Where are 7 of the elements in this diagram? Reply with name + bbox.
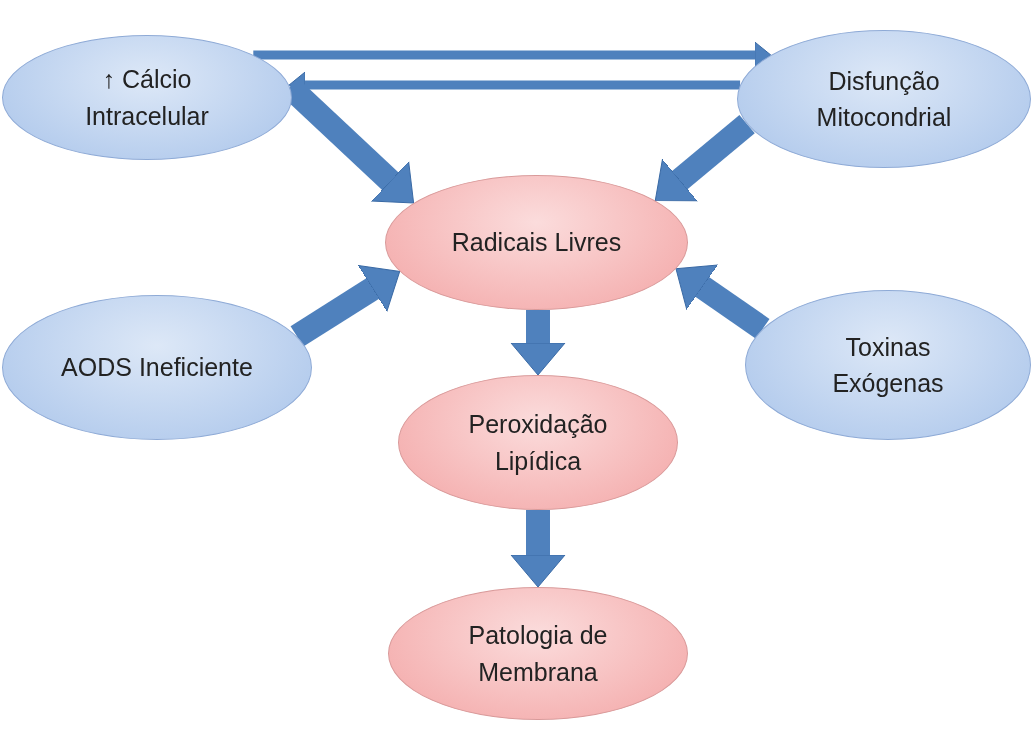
node-label: Toxinas Exógenas xyxy=(831,331,945,399)
node-label: ↑ Cálcio Intracelular xyxy=(84,64,210,132)
node-label: Patologia de Membrana xyxy=(467,620,609,688)
node-label: AODS Ineficiente xyxy=(61,352,253,384)
node-label: Disfunção Mitocondrial xyxy=(815,65,953,133)
node-label: Peroxidação Lipídica xyxy=(467,409,609,477)
node-label: Radicais Livres xyxy=(451,227,622,259)
